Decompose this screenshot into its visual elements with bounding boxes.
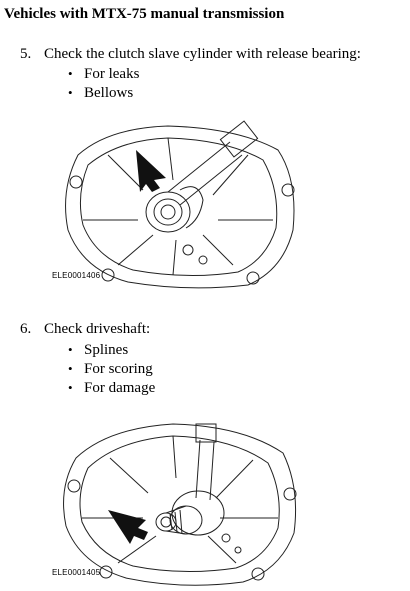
slave-cylinder-drawing [65, 120, 295, 289]
list-item: For scoring [68, 359, 155, 378]
list-item: Bellows [68, 83, 139, 102]
list-item: For leaks [68, 64, 139, 83]
slave-cylinder-illustration [48, 120, 303, 290]
step-text: Check the clutch slave cylinder with rel… [44, 46, 361, 62]
driveshaft-drawing [63, 423, 297, 586]
step-6: 6. Check driveshaft: [20, 321, 150, 338]
step-5-checklist: For leaks Bellows [68, 64, 139, 102]
figure-id: ELE0001406 [52, 271, 101, 280]
step-text: Check driveshaft: [44, 321, 151, 337]
section-heading: Vehicles with MTX-75 manual transmission [4, 6, 285, 22]
list-item: For damage [68, 378, 155, 397]
step-5: 5. Check the clutch slave cylinder with r… [20, 46, 361, 63]
step-number: 5. [20, 46, 32, 62]
figure-id: ELE0001405 [52, 568, 101, 577]
list-item: Splines [68, 340, 155, 359]
driveshaft-illustration [48, 418, 303, 588]
step-6-checklist: Splines For scoring For damage [68, 340, 155, 397]
step-number: 6. [20, 321, 32, 337]
